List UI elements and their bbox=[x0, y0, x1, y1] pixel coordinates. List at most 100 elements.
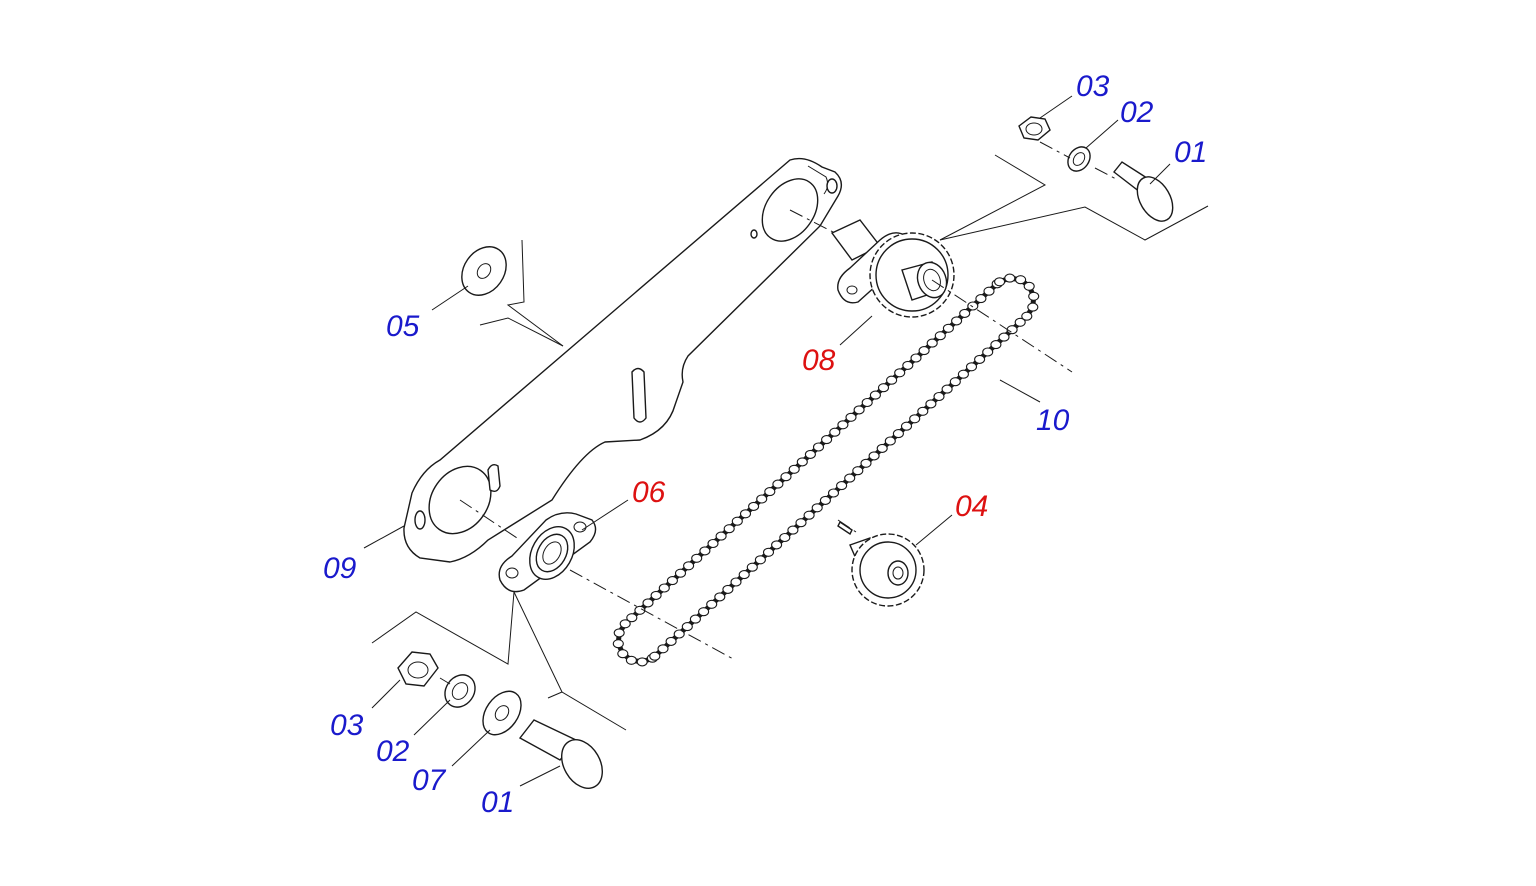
chain-link bbox=[959, 308, 971, 318]
chain-link bbox=[738, 570, 750, 580]
chain-link bbox=[821, 435, 833, 445]
chain-link bbox=[957, 369, 969, 379]
callout-labels: 03 02 01 05 08 10 06 04 09 03 02 07 01 bbox=[323, 70, 1207, 819]
chain-link bbox=[658, 583, 670, 593]
chain-link bbox=[926, 338, 938, 348]
chain-link bbox=[837, 420, 849, 430]
chain-link bbox=[731, 516, 743, 526]
chain-link bbox=[804, 449, 816, 459]
chain-link bbox=[612, 639, 624, 649]
chain-link bbox=[819, 495, 831, 505]
chain-link bbox=[780, 472, 792, 482]
chain-link bbox=[730, 577, 742, 587]
chain-link bbox=[1004, 273, 1016, 283]
chain-link bbox=[683, 561, 695, 571]
chain-link bbox=[613, 628, 625, 638]
chain-link bbox=[673, 629, 685, 639]
lower-sprocket bbox=[837, 520, 925, 607]
chain-link bbox=[829, 427, 841, 437]
bottom-washer bbox=[444, 674, 476, 708]
chain-link bbox=[967, 301, 979, 311]
chain-link bbox=[861, 397, 873, 408]
chain-link bbox=[869, 390, 881, 400]
chain-link bbox=[619, 619, 631, 629]
chain-link bbox=[836, 481, 848, 491]
chain-link bbox=[974, 354, 986, 364]
chain-link bbox=[1006, 325, 1018, 335]
upper-sprocket bbox=[830, 219, 955, 318]
chain-link bbox=[642, 598, 654, 608]
chain-link bbox=[625, 655, 637, 665]
callout-bottom-flat-washer: 07 bbox=[412, 764, 447, 797]
chain-link bbox=[884, 436, 896, 446]
bottom-bolt bbox=[518, 719, 603, 789]
bottom-flat-washer bbox=[482, 690, 522, 736]
chain-link bbox=[715, 531, 727, 541]
chain-link bbox=[860, 458, 872, 468]
callout-arm-plate: 09 bbox=[323, 552, 357, 585]
chain-link bbox=[812, 442, 825, 452]
chain-link bbox=[707, 538, 719, 549]
chain-link bbox=[910, 353, 922, 363]
chain-link bbox=[803, 510, 815, 520]
callout-top-nut: 03 bbox=[1076, 70, 1110, 103]
chain-link bbox=[748, 501, 760, 511]
chain-link bbox=[689, 614, 701, 624]
assembly-axes bbox=[439, 141, 1119, 685]
chain-link bbox=[665, 636, 677, 646]
chain-link bbox=[886, 375, 898, 385]
chain-link bbox=[772, 479, 784, 489]
chain-link bbox=[756, 494, 768, 504]
chain-link bbox=[949, 377, 961, 387]
top-bolt bbox=[1113, 161, 1174, 222]
chain-link bbox=[990, 340, 1002, 350]
spacer bbox=[461, 246, 507, 296]
chain-link bbox=[982, 347, 994, 357]
chain-link bbox=[617, 649, 629, 659]
chain-link bbox=[739, 509, 752, 519]
chain-link bbox=[691, 553, 703, 563]
callout-top-washer: 02 bbox=[1120, 96, 1154, 129]
chain-link bbox=[892, 429, 904, 439]
chain-link bbox=[699, 546, 711, 556]
chain-link bbox=[764, 487, 776, 497]
chain-link bbox=[845, 412, 857, 422]
bearing bbox=[498, 512, 597, 593]
chain-link bbox=[698, 607, 710, 617]
chain-link bbox=[796, 457, 808, 467]
chain-link bbox=[714, 592, 726, 602]
chain-link bbox=[941, 384, 953, 394]
bottom-nut bbox=[397, 651, 439, 687]
callout-spacer: 05 bbox=[386, 310, 420, 343]
chain-link bbox=[983, 286, 995, 296]
chain-link bbox=[1014, 317, 1026, 327]
chain-link bbox=[649, 651, 661, 661]
chain-link bbox=[994, 277, 1006, 287]
chain-link bbox=[666, 576, 678, 586]
chain-link bbox=[975, 294, 987, 304]
chain-link bbox=[827, 488, 840, 498]
top-washer bbox=[1067, 146, 1091, 172]
chain-link bbox=[868, 451, 880, 461]
chain-link bbox=[853, 405, 865, 415]
callout-top-bolt: 01 bbox=[1174, 136, 1207, 169]
chain-link bbox=[754, 555, 766, 565]
chain-link bbox=[917, 406, 929, 416]
chain-link bbox=[626, 613, 638, 623]
callout-upper-sprocket: 08 bbox=[802, 344, 836, 377]
chain-link bbox=[650, 590, 662, 600]
chain-link bbox=[779, 532, 791, 543]
chain-link bbox=[877, 383, 890, 393]
chain-link bbox=[1023, 281, 1035, 291]
chain-link bbox=[722, 584, 734, 594]
chain-link bbox=[951, 316, 963, 326]
chain-link bbox=[998, 332, 1010, 342]
arm-plate bbox=[403, 157, 843, 563]
chain-link bbox=[723, 524, 735, 534]
chain-link bbox=[1015, 275, 1027, 285]
chain-link bbox=[771, 540, 783, 550]
chain-link bbox=[762, 547, 775, 557]
chain-link bbox=[788, 464, 800, 474]
roller-chain bbox=[612, 273, 1040, 667]
callout-bottom-nut: 03 bbox=[330, 709, 364, 742]
